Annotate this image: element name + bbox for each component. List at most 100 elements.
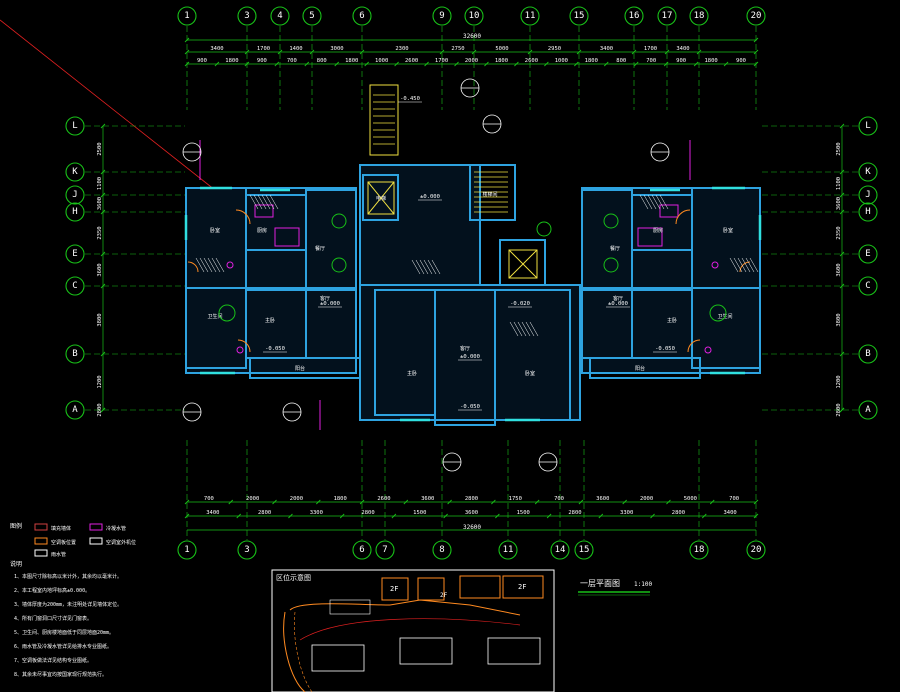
dimension-text: 1800 — [495, 58, 508, 64]
elevator-shaft-left — [367, 181, 395, 215]
hatch-line — [257, 194, 267, 210]
dimension-tick — [839, 169, 845, 175]
axis-bubble-bottom: 8 — [432, 540, 452, 560]
axis-bubble-bottom: 7 — [375, 540, 395, 560]
room-label: 主卧 — [265, 317, 275, 324]
room-label: 阳台 — [295, 365, 305, 372]
hatch-line — [423, 259, 433, 275]
axis-bubble-right-circle — [858, 400, 878, 420]
axis-bubble-right: L — [858, 116, 878, 136]
hatch-line — [199, 257, 209, 273]
dimension-tick — [100, 169, 106, 175]
stair-treads — [373, 94, 508, 213]
axis-label-bottom: 7 — [382, 545, 387, 555]
legend-swatch — [89, 537, 103, 545]
dimension-text: 2000 — [640, 496, 653, 502]
dimension-text: 3600 — [421, 496, 434, 502]
dimension-text: 1800 — [225, 58, 238, 64]
dimension-tick — [753, 37, 759, 43]
dimension-tick — [228, 499, 234, 505]
axis-grid-lines — [85, 26, 858, 540]
axis-label-left: K — [72, 167, 78, 177]
dimension-tick — [663, 61, 669, 67]
dimension-tick — [100, 351, 106, 357]
dimension-text: 2500 — [836, 142, 842, 155]
dimension-text: 1500 — [413, 510, 426, 516]
dimension-text: 2800 — [465, 496, 478, 502]
axis-bubble-left: K — [65, 162, 85, 182]
axis-label-top: 11 — [525, 11, 536, 21]
dimension-tick — [471, 49, 477, 55]
dimension-text: 3600 — [596, 496, 609, 502]
dimension-text: 3600 — [97, 263, 103, 276]
axis-label-top: 18 — [694, 11, 705, 21]
dimension-tick — [495, 513, 500, 519]
dimension-text: 1400 — [289, 46, 302, 52]
legend-item-label: 空调板位置 — [51, 539, 76, 546]
elevator-shaft-right — [508, 249, 538, 279]
hatch-line — [415, 259, 425, 275]
dimension-tick — [214, 61, 220, 67]
axis-label-left: E — [72, 249, 77, 259]
room-label: 卧室 — [525, 370, 535, 377]
drawing-title: 一层平面图 — [580, 579, 620, 588]
axis-bubble-top-circle — [237, 6, 257, 26]
axis-bubble-top-circle — [689, 6, 709, 26]
hatch-line — [651, 194, 661, 210]
axis-bubble-top-circle — [352, 6, 372, 26]
dimension-tick — [100, 192, 106, 198]
axis-bubble-bottom: 14 — [550, 540, 570, 560]
axis-bubble-right: C — [858, 276, 878, 296]
axis-label-left: A — [72, 405, 78, 415]
hatch-line — [639, 194, 649, 210]
hatch-line — [261, 194, 271, 210]
axis-bubble-bottom: 18 — [689, 540, 709, 560]
axis-bubble-right-circle — [858, 185, 878, 205]
dimension-text: 3800 — [836, 313, 842, 326]
axis-bubble-bottom-circle — [689, 540, 709, 560]
dimension-text: 3600 — [465, 510, 478, 516]
room-label: 餐厅 — [315, 245, 325, 252]
dimension-tick — [598, 513, 604, 519]
dimension-tick — [723, 61, 729, 67]
hatch-line — [249, 194, 259, 210]
dimension-tick — [693, 61, 699, 67]
room-label: 客厅 — [460, 345, 470, 352]
dimension-text: 1000 — [555, 58, 568, 64]
dimension-tick — [527, 49, 533, 55]
axis-bubble-right-circle — [858, 202, 878, 222]
axis-label-left: J — [72, 190, 77, 200]
axis-bubble-bottom: 3 — [237, 540, 257, 560]
dimension-text: 3400 — [600, 46, 613, 52]
dimension-tick — [364, 61, 370, 67]
axis-label-bottom: 1 — [184, 545, 189, 555]
elevation-label: ±0.000 — [320, 301, 340, 307]
fixtures-magenta — [199, 140, 719, 430]
hatch-line — [655, 194, 665, 210]
axis-bubble-right-circle — [858, 244, 878, 264]
hatch-line — [211, 257, 221, 273]
dimension-text: 1500 — [517, 510, 530, 516]
axis-bubble-top-circle — [520, 6, 540, 26]
axis-label-bottom: 8 — [439, 545, 444, 555]
key-plan-title: 区位示意图 — [276, 573, 311, 582]
axis-bubble-left-circle — [65, 276, 85, 296]
axis-label-right: E — [865, 249, 870, 259]
dimension-tick — [309, 49, 315, 55]
legend-title: 图例 — [10, 522, 22, 530]
axis-label-bottom: 11 — [503, 545, 514, 555]
axis-bubble-bottom: 6 — [352, 540, 372, 560]
dimension-tick — [650, 513, 655, 519]
axis-bubble-top: 11 — [520, 6, 540, 26]
dimension-text: 1200 — [836, 375, 842, 388]
dimension-text: 3400 — [206, 510, 219, 516]
dimension-tick — [753, 513, 759, 519]
dimension-text: 5000 — [495, 46, 508, 52]
elevation-label: ±0.000 — [608, 301, 628, 307]
dimension-text: 1750 — [509, 496, 522, 502]
axis-bubble-top-circle — [657, 6, 677, 26]
dimension-tick — [244, 61, 250, 67]
section-markers — [182, 78, 670, 472]
dimension-text: 700 — [729, 496, 739, 502]
